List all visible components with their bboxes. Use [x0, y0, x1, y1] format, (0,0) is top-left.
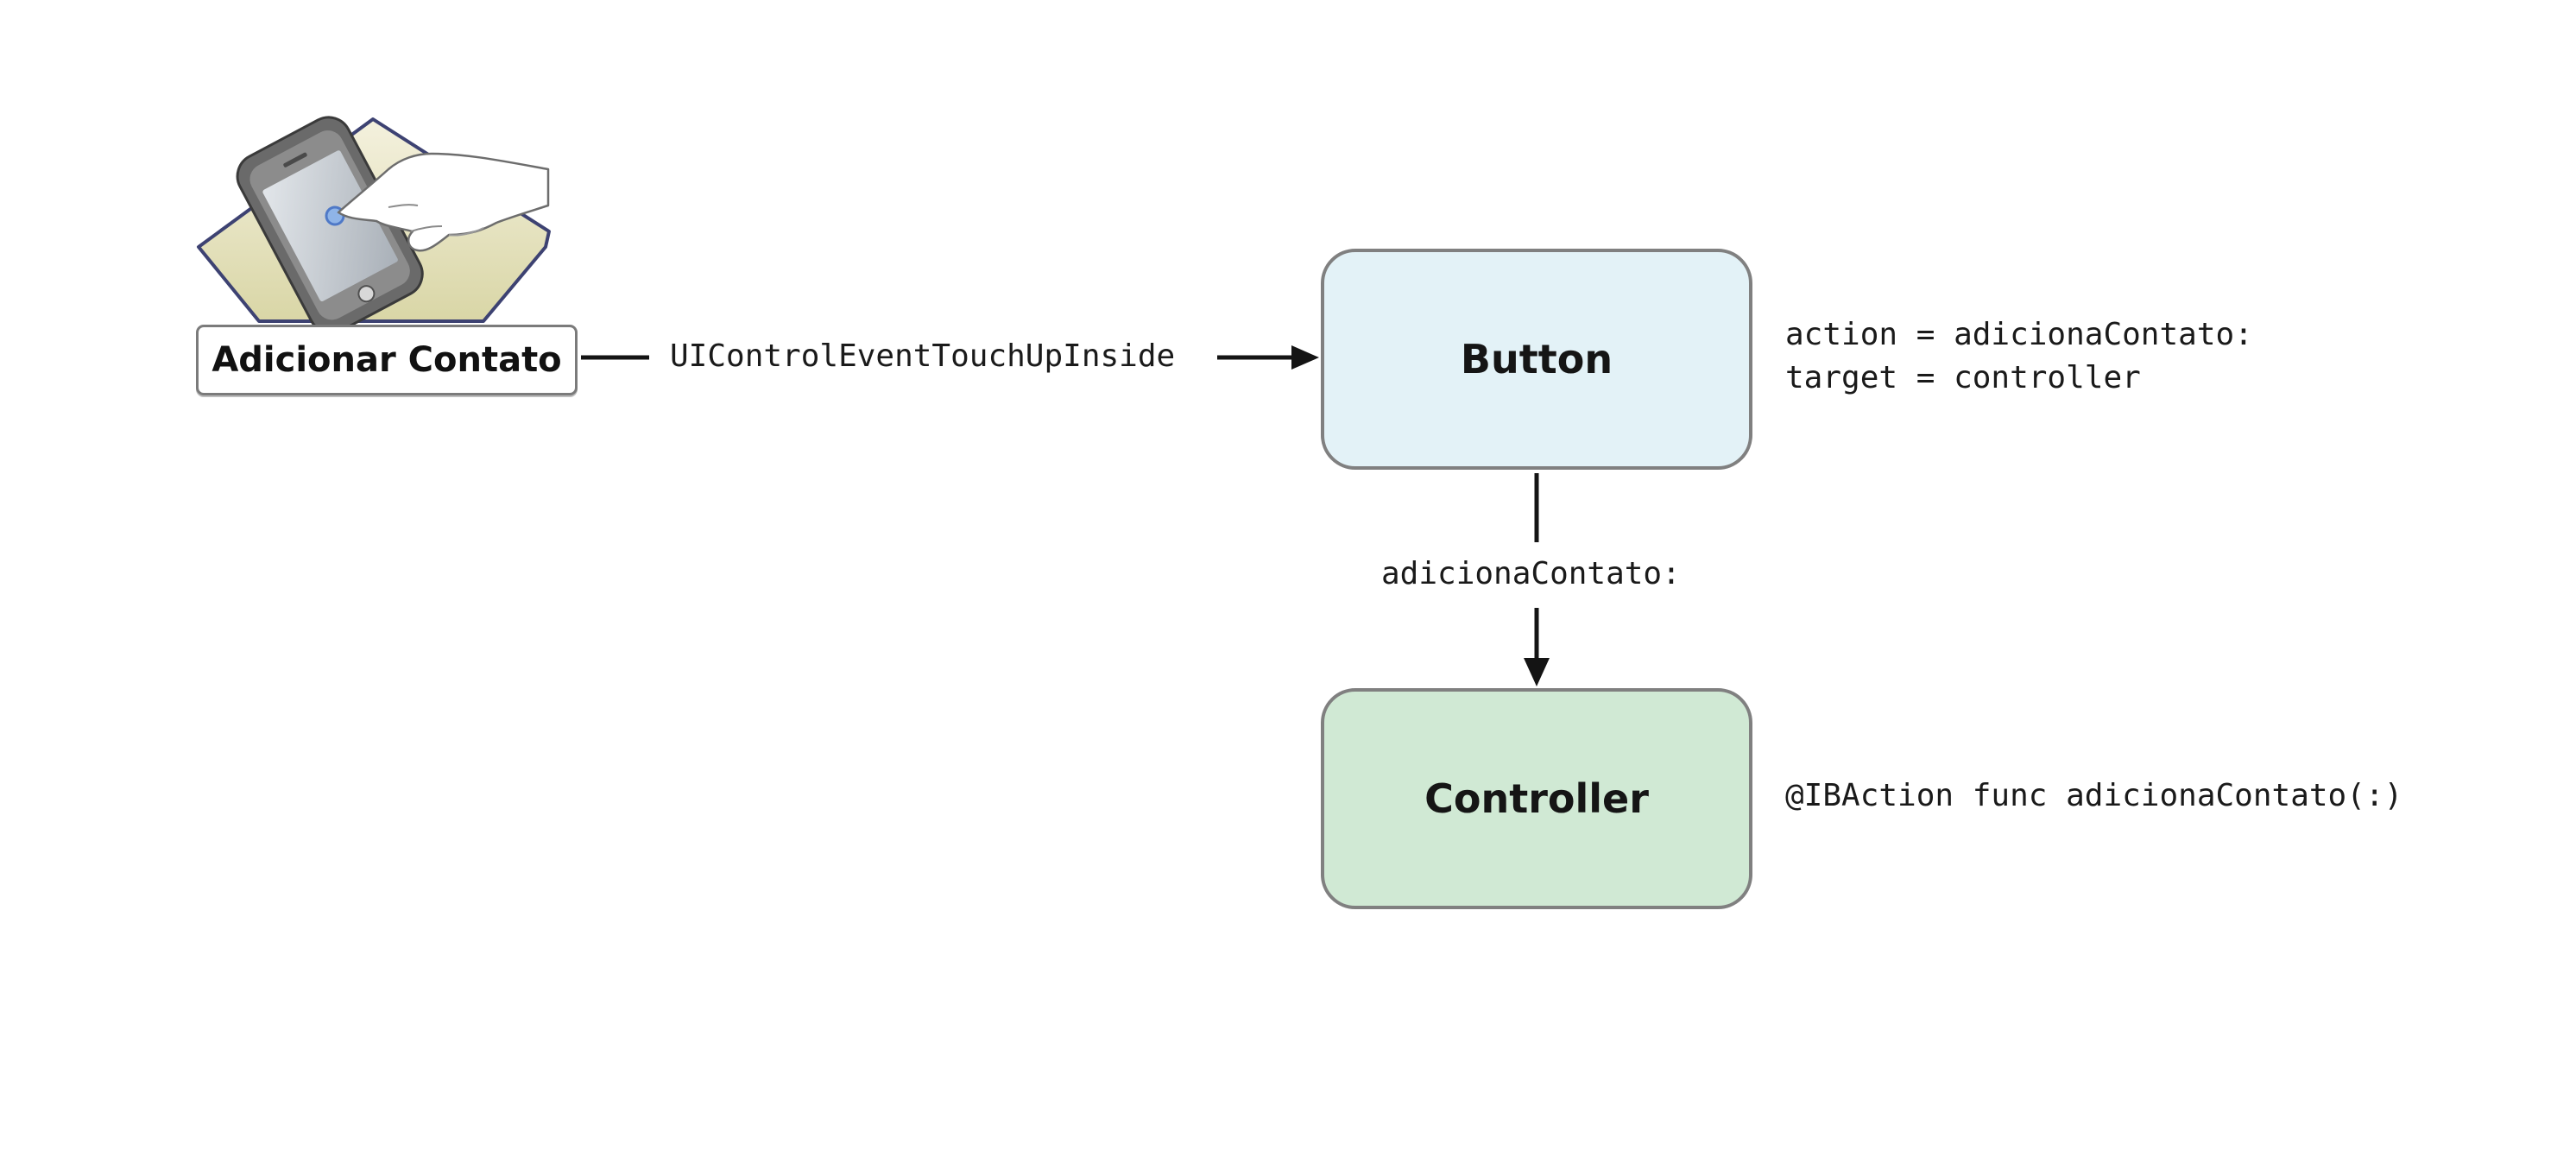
controller-method: @IBAction func adicionaContato(:) [1785, 778, 2403, 813]
adicionar-contato-button[interactable]: Adicionar Contato [196, 325, 578, 395]
event-label: UIControlEventTouchUpInside [670, 338, 1176, 374]
button-properties: action = adicionaContato: target = contr… [1785, 313, 2253, 400]
event-arrowhead [1291, 345, 1319, 370]
controller-node: Controller [1321, 688, 1752, 909]
hand-tapping-phone-icon [197, 116, 551, 335]
button-node: Button [1321, 249, 1752, 470]
button-property-target: target = controller [1785, 360, 2141, 395]
action-arrowhead [1524, 658, 1550, 686]
action-label: adicionaContato: [1381, 556, 1681, 591]
button-property-action: action = adicionaContato: [1785, 317, 2253, 352]
